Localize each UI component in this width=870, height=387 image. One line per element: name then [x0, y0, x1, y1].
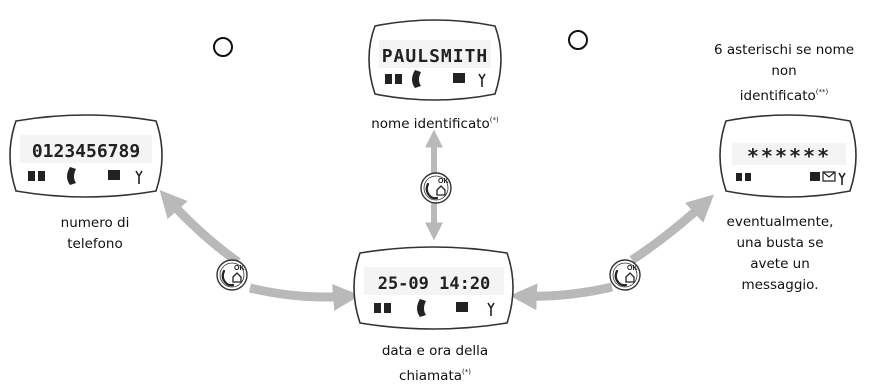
arrow-to-bottom-from-left: [248, 283, 361, 311]
antenna-icon: [487, 302, 495, 316]
caption-bottom-note: (*): [462, 368, 471, 376]
antenna-icon: [838, 172, 846, 185]
arrow-to-left-display: [159, 189, 241, 266]
display-right-text: ******: [747, 144, 831, 168]
caption-top-note: (*): [489, 116, 499, 124]
ok-button-right[interactable]: OK: [608, 258, 642, 292]
caption-right-bottom-line2: una busta se: [736, 235, 824, 251]
caption-top-text: nome identificato: [371, 116, 490, 132]
display-right: ******: [719, 114, 857, 198]
antenna-icon: [135, 170, 143, 184]
phonebook-icon: [453, 73, 465, 83]
caption-bottom-line1: data e ora della: [381, 343, 489, 359]
caption-right-top-line3: identificato: [739, 88, 816, 104]
caption-right-bottom-line1: eventualmente,: [726, 214, 834, 230]
arrow-to-bottom-from-right: [509, 282, 614, 311]
phonebook-icon: [108, 170, 120, 180]
arrow-to-right-display: [629, 194, 714, 264]
envelope-icon: [822, 171, 836, 182]
display-top: PAULSMITH: [368, 19, 502, 101]
caption-right-top: 6 asterischi se nome non identificato(**…: [700, 40, 868, 107]
display-bottom-text: 25-09 14:20: [378, 274, 491, 294]
phonebook-icon: [810, 172, 820, 181]
caption-left-line2: telefono: [67, 236, 123, 252]
display-top-text: PAULSMITH: [382, 46, 489, 67]
caption-left: numero di telefono: [20, 213, 170, 255]
caption-right-top-line2: non: [771, 63, 797, 79]
caption-left-line1: numero di: [60, 215, 130, 231]
phonebook-icon: [456, 302, 468, 312]
caption-right-bottom-line3: avete un: [750, 256, 810, 272]
caption-right-top-note: (**): [815, 88, 829, 96]
display-bottom: 25-09 14:20: [353, 246, 514, 330]
antenna-icon: [478, 73, 486, 87]
display-left-text: 0123456789: [32, 141, 140, 162]
ok-button-top[interactable]: OK: [419, 171, 453, 205]
display-left: 0123456789: [9, 114, 163, 198]
ok-label: OK: [627, 265, 638, 272]
ok-button-left[interactable]: OK: [215, 258, 249, 292]
circle-marker-right: [568, 30, 588, 50]
caption-right-bottom-line4: messaggio.: [741, 277, 819, 293]
handset-icon: [67, 167, 76, 185]
handset-icon: [417, 299, 426, 317]
ok-label: OK: [234, 265, 245, 272]
caption-bottom-line2: chiamata: [399, 368, 463, 384]
caption-bottom: data e ora della chiamata(*): [355, 341, 515, 387]
caption-right-top-line1: 6 asterischi se nome: [713, 42, 855, 58]
display-top-icons: [385, 70, 486, 88]
caption-right-bottom: eventualmente, una busta se avete un mes…: [705, 212, 855, 296]
caption-top: nome identificato(*): [360, 110, 510, 135]
circle-marker-left: [213, 37, 233, 57]
ok-label: OK: [438, 178, 449, 185]
handset-icon: [412, 70, 421, 88]
